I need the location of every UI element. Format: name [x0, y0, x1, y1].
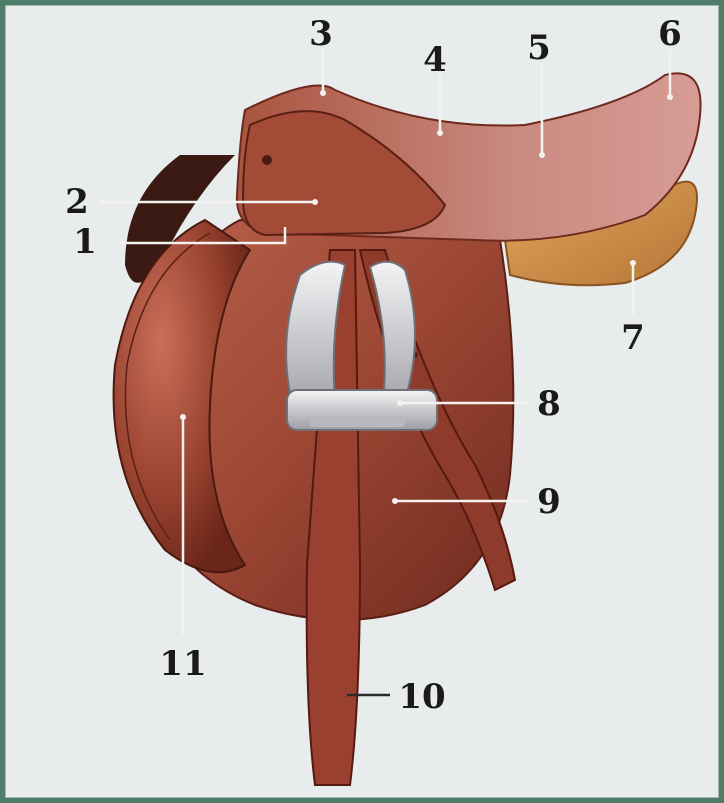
stirrup-tread-pad — [310, 417, 405, 427]
callout-7: 7 — [621, 318, 645, 358]
callout-2: 2 — [65, 182, 89, 222]
callout-4: 4 — [423, 40, 447, 80]
callout-3: 3 — [309, 14, 333, 54]
callout-10: 10 — [398, 677, 445, 717]
callout-9: 9 — [537, 482, 561, 522]
callout-1: 1 — [73, 222, 97, 262]
saddle-diagram: 1 2 3 4 5 6 7 8 9 10 11 — [5, 5, 724, 803]
callout-11: 11 — [159, 644, 206, 684]
callout-5: 5 — [527, 28, 551, 68]
callout-6: 6 — [658, 14, 682, 54]
skirt-rivet — [262, 155, 272, 165]
callout-8: 8 — [537, 384, 561, 424]
